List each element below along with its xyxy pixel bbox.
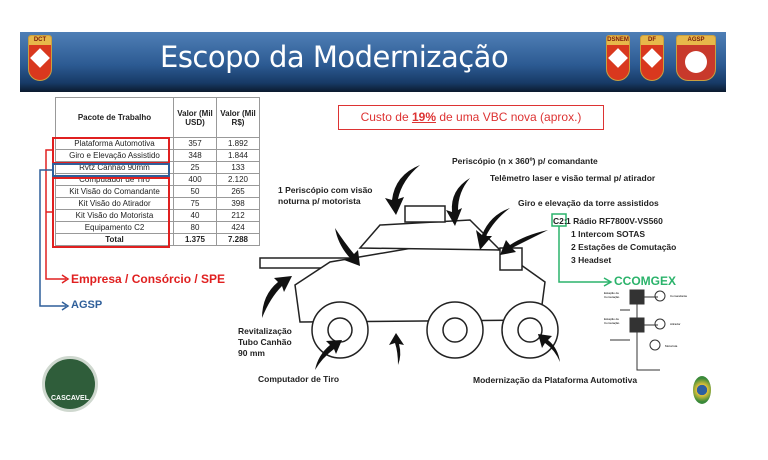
agsp-logo: AGSP bbox=[676, 35, 716, 81]
c2-item: 1 Rádio RF7800V-VS560 bbox=[566, 216, 663, 226]
c2-station-label: Estação de Comutação bbox=[604, 317, 620, 325]
callout-commander: Periscópio (n x 360º) p/ comandante bbox=[452, 156, 598, 166]
c2-item: 1 Intercom SOTAS bbox=[571, 229, 645, 239]
dsnem-logo: DSNEM bbox=[606, 35, 630, 81]
col-header: Pacote de Trabalho bbox=[55, 97, 174, 138]
c2-diagram bbox=[610, 289, 666, 371]
callout-fire-computer: Computador de Tiro bbox=[258, 374, 340, 384]
cell: 7.288 bbox=[216, 233, 260, 246]
dct-logo: DCT bbox=[28, 35, 52, 81]
c2-station-label: Estação de Comutação bbox=[604, 291, 620, 299]
c2-crew-label: Motorista bbox=[665, 344, 678, 348]
callout-gunner: Telêmetro laser e visão termal p/ atirad… bbox=[490, 173, 656, 183]
c2-crew-label: Comandante bbox=[670, 294, 688, 298]
c2-item: 3 Headset bbox=[571, 255, 612, 265]
cell: 1.375 bbox=[173, 233, 217, 246]
callout-arrows bbox=[262, 165, 560, 370]
slide-header: DCT Escopo da Modernização DSNEM DF AGSP bbox=[20, 32, 726, 92]
col-header: Valor (Mil USD) bbox=[173, 97, 217, 138]
callout-driver: 1 Periscópio com visão noturna p/ motori… bbox=[278, 185, 373, 206]
c2-tag: C2: bbox=[553, 216, 567, 226]
ccomgex-label: CCOMGEX bbox=[614, 274, 677, 288]
c2-item: 2 Estações de Comutação bbox=[571, 242, 677, 252]
blue-group-box bbox=[52, 163, 170, 177]
cost-note: Custo de 19% de uma VBC nova (aprox.) bbox=[338, 105, 604, 130]
callout-platform: Modernização da Plataforma Automotiva bbox=[473, 375, 638, 385]
callout-turret: Giro e elevação da torre assistidos bbox=[518, 198, 659, 208]
legend-red: Empresa / Consórcio / SPE bbox=[71, 272, 226, 286]
cell: Total bbox=[55, 233, 174, 246]
c2-crew-label: Atirador bbox=[670, 322, 681, 326]
cascavel-badge: CASCAVEL bbox=[42, 356, 98, 412]
army-emblem bbox=[693, 376, 711, 404]
c2-connector bbox=[551, 213, 613, 287]
slide-title: Escopo da Modernização bbox=[160, 40, 509, 74]
turret bbox=[358, 219, 502, 251]
callout-cannon: Revitalização Tubo Canhão 90 mm bbox=[238, 326, 292, 358]
col-header: Valor (Mil R$) bbox=[216, 97, 260, 138]
red-group-box bbox=[52, 177, 170, 248]
legend-blue: AGSP bbox=[71, 299, 103, 311]
df-logo: DF bbox=[640, 35, 664, 81]
